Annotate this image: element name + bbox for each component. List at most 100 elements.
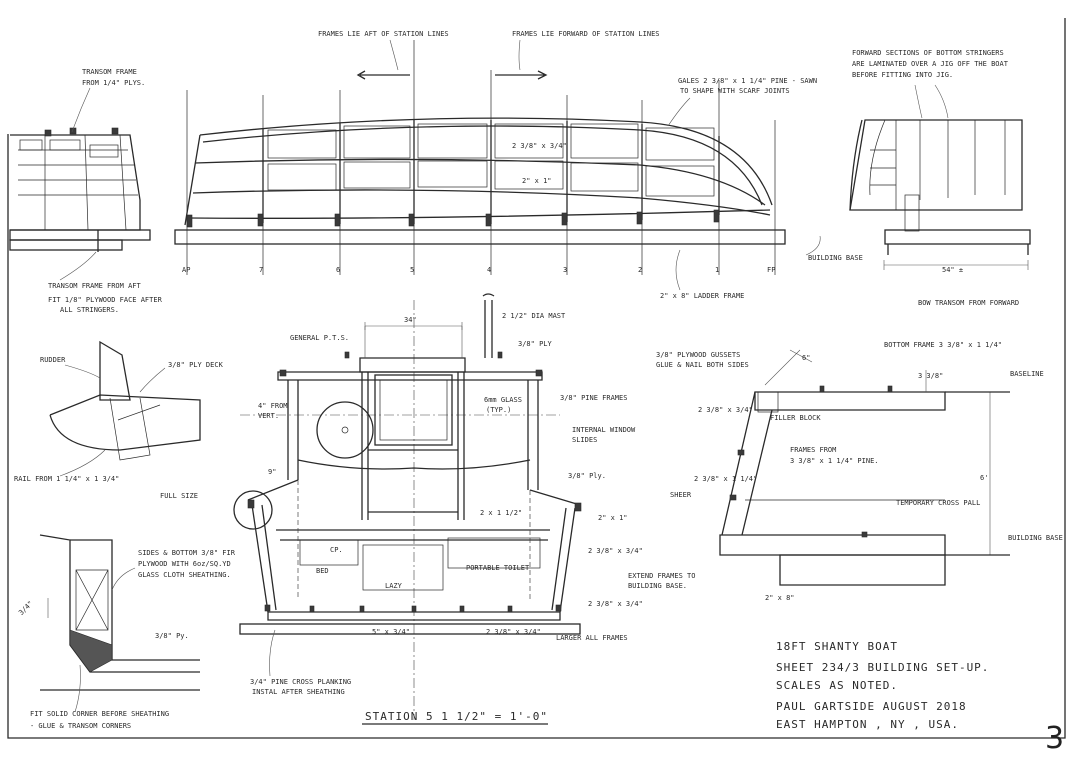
note-dim-h: 6' bbox=[980, 474, 988, 482]
note-bow-dim: 54" ± bbox=[942, 266, 963, 274]
station-5-section bbox=[233, 293, 582, 720]
note-fit-plywood-1: FIT 1/8" PLYWOOD FACE AFTER bbox=[48, 296, 163, 304]
note-sheer: SHEER bbox=[670, 491, 692, 499]
note-from-vert-1: 4" FROM bbox=[258, 402, 288, 410]
note-frames-from-1: FRAMES FROM bbox=[790, 446, 836, 454]
note-cp: CP. bbox=[330, 546, 343, 554]
rail-detail bbox=[49, 340, 201, 461]
note-transom-frame-1: TRANSOM FRAME bbox=[82, 68, 137, 76]
note-temp-cross: TEMPORARY CROSS PALL bbox=[896, 499, 980, 507]
note-from-vert-2: VERT. bbox=[258, 412, 279, 420]
note-forward-sections-3: BEFORE FITTING INTO JIG. bbox=[852, 71, 953, 79]
note-stringer-a: 2 3/8" x 3/4" bbox=[512, 142, 567, 150]
note-forward-sections-1: FORWARD SECTIONS OF BOTTOM STRINGERS bbox=[852, 49, 1004, 57]
note-bow-transom: BOW TRANSOM FROM FORWARD bbox=[918, 299, 1019, 307]
title-location: EAST HAMPTON , NY , USA. bbox=[776, 718, 959, 731]
note-window-slides-2: SLIDES bbox=[572, 436, 597, 444]
note-dim-238x34b: 2 3/8" x 3/4" bbox=[588, 600, 643, 608]
station-label-fp: FP bbox=[767, 266, 775, 274]
note-general-pts: GENERAL P.T.S. bbox=[290, 334, 349, 342]
note-frames-from-2: 3 3/8" x 1 1/4" PINE. bbox=[790, 457, 879, 465]
station-label-3: 3 bbox=[563, 266, 567, 274]
note-full-size: FULL SIZE bbox=[160, 492, 198, 500]
title-scales: SCALES AS NOTED. bbox=[776, 679, 898, 692]
note-frames-aft: FRAMES LIE AFT OF STATION LINES bbox=[318, 30, 449, 38]
note-ply-mid: 3/8" Ply. bbox=[568, 472, 606, 480]
note-ladder-frame: 2" x 8" LADDER FRAME bbox=[660, 292, 744, 300]
note-building-base-r: BUILDING BASE bbox=[1008, 534, 1063, 542]
station-label-1: 1 bbox=[715, 266, 719, 274]
note-fit-solid-1: FIT SOLID CORNER BEFORE SHEATHING bbox=[30, 710, 169, 718]
note-extend-frames-2: BUILDING BASE. bbox=[628, 582, 687, 590]
note-sides-bottom-2: PLYWOOD WITH 6oz/SQ.YD bbox=[138, 560, 231, 568]
title-boat: 18FT SHANTY BOAT bbox=[776, 640, 898, 653]
hull-profile-view bbox=[174, 39, 786, 275]
station-label-7: 7 bbox=[259, 266, 263, 274]
note-larger-frames: LARGER ALL FRAMES bbox=[556, 634, 628, 642]
note-stringer-b: 2" x 1" bbox=[522, 177, 552, 185]
note-extend-frames-1: EXTEND FRAMES TO bbox=[628, 572, 695, 580]
title-block: 18FT SHANTY BOAT SHEET 234/3 BUILDING SE… bbox=[776, 640, 989, 731]
note-gales-2: TO SHAPE WITH SCARF JOINTS bbox=[680, 87, 790, 95]
note-dim-2x8: 2" x 8" bbox=[765, 594, 795, 602]
note-dim-2x1b: 2 x 1 1/2" bbox=[480, 509, 522, 517]
note-fit-plywood-2: ALL STRINGERS. bbox=[60, 306, 119, 314]
note-rudder: RUDDER bbox=[40, 356, 66, 364]
station-labels: AP 7 6 5 4 3 2 1 FP bbox=[182, 266, 775, 274]
note-dim-238x34: 2 3/8" x 3/4" bbox=[588, 547, 643, 555]
note-rail: RAIL FROM 1 1/4" x 1 3/4" bbox=[14, 475, 119, 483]
note-pine-frames: 3/8" PINE FRAMES bbox=[560, 394, 627, 402]
note-frames-fwd: FRAMES LIE FORWARD OF STATION LINES bbox=[512, 30, 660, 38]
note-gales-1: GALES 2 3/8" x 1 1/4" PINE - SAWN bbox=[678, 77, 817, 85]
note-glass-2: (TYP.) bbox=[486, 406, 511, 414]
note-mast: 2 1/2" DIA MAST bbox=[502, 312, 566, 320]
note-window-slides-1: INTERNAL WINDOW bbox=[572, 426, 636, 434]
note-dim-238x34d: 2 3/8" x 3/4" bbox=[486, 628, 541, 636]
note-building-base: BUILDING BASE bbox=[808, 254, 863, 262]
note-gussets-1: 3/8" PLYWOOD GUSSETS bbox=[656, 351, 740, 359]
sheet-border bbox=[7, 18, 1066, 739]
note-dim-3-38: 3 3/8" bbox=[918, 372, 943, 380]
sheet-number: 3 bbox=[1045, 721, 1064, 754]
transom-frame-view bbox=[9, 127, 151, 252]
title-designer: PAUL GARTSIDE AUGUST 2018 bbox=[776, 700, 967, 713]
note-dim-238x34c: 2 3/8" x 3/4" bbox=[698, 406, 753, 414]
station-label-6: 6 bbox=[336, 266, 340, 274]
note-forward-sections-2: ARE LAMINATED OVER A JIG OFF THE BOAT bbox=[852, 60, 1009, 68]
station-label-ap: AP bbox=[182, 266, 190, 274]
note-baseline: BASELINE bbox=[1010, 370, 1044, 378]
note-dim-6: 6" bbox=[802, 354, 810, 362]
note-dim-3-4: 3/4" bbox=[17, 599, 35, 617]
station-label: STATION 5 1 1/2" = 1'-0" bbox=[365, 710, 548, 723]
station-label-4: 4 bbox=[487, 266, 491, 274]
note-sides-bottom-1: SIDES & BOTTOM 3/8" FIR bbox=[138, 549, 236, 557]
note-fit-solid-2: - GLUE & TRANSOM CORNERS bbox=[30, 722, 131, 730]
note-ply-deck: 3/8" PLY DECK bbox=[168, 361, 224, 369]
note-gussets-2: GLUE & NAIL BOTH SIDES bbox=[656, 361, 749, 369]
title-sheet: SHEET 234/3 BUILDING SET-UP. bbox=[776, 661, 989, 674]
note-dim-9: 9" bbox=[268, 468, 276, 476]
note-portable-toilet: PORTABLE TOILET bbox=[466, 564, 530, 572]
note-ply-small: 3/8" Py. bbox=[155, 632, 189, 640]
note-lazy: LAZY bbox=[385, 582, 403, 590]
note-bottom-frame: BOTTOM FRAME 3 3/8" x 1 1/4" bbox=[884, 341, 1002, 349]
note-pine-planking-2: INSTAL AFTER SHEATHING bbox=[252, 688, 345, 696]
station-label-2: 2 bbox=[638, 266, 642, 274]
note-sides-bottom-3: GLASS CLOTH SHEATHING. bbox=[138, 571, 231, 579]
note-filler-block: FILLER BLOCK bbox=[770, 414, 821, 422]
note-dim-2x1: 2" x 1" bbox=[598, 514, 628, 522]
note-bed: BED bbox=[316, 567, 329, 575]
note-dim-238x114: 2 3/8" x 1 1/4" bbox=[694, 475, 757, 483]
note-transom-frame-aft: TRANSOM FRAME FROM AFT bbox=[48, 282, 142, 290]
note-dim-5x34: 5" x 3/4" bbox=[372, 628, 410, 636]
note-pine-planking-1: 3/4" PINE CROSS PLANKING bbox=[250, 678, 351, 686]
station-label-5: 5 bbox=[410, 266, 414, 274]
note-glass-1: 6mm GLASS bbox=[484, 396, 522, 404]
note-ply-top: 3/8" PLY bbox=[518, 340, 553, 348]
corner-detail bbox=[39, 534, 200, 691]
note-dim-34: 34" bbox=[404, 316, 417, 324]
bow-transom-view bbox=[849, 84, 1031, 270]
note-transom-frame-2: FROM 1/4" PLYS. bbox=[82, 79, 145, 87]
